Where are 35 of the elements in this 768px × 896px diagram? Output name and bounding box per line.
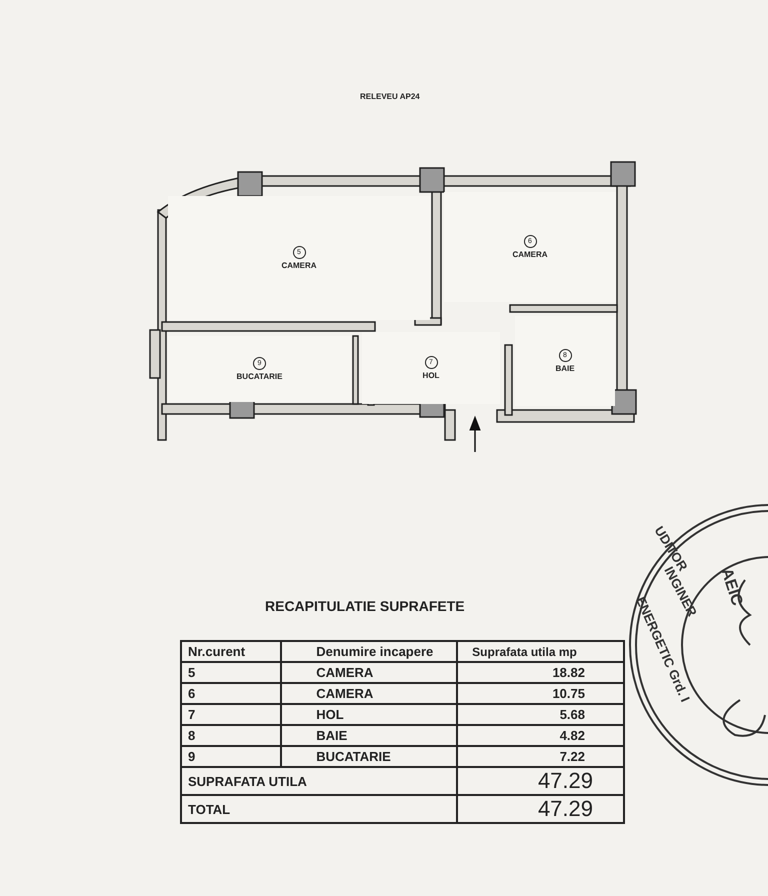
table-cell: 18.82: [457, 662, 624, 683]
room-name: BAIE: [555, 364, 575, 373]
table-cell: Suprafata utila mp: [457, 641, 624, 662]
room-name: CAMERA: [281, 261, 317, 270]
room-floor: [168, 336, 351, 402]
stamp-text: AEIC: [716, 566, 746, 608]
table-cell: 9: [181, 746, 282, 767]
table-cell: HOL: [281, 704, 457, 725]
table-cell: TOTAL: [181, 795, 457, 823]
table-cell: 5: [181, 662, 282, 683]
table-cell: 4.82: [457, 725, 624, 746]
table-cell: 8: [181, 725, 282, 746]
table-cell: 7.22: [457, 746, 624, 767]
table-cell: 5.68: [457, 704, 624, 725]
room-name: HOL: [422, 371, 440, 380]
table-cell: Nr.curent: [181, 641, 282, 662]
table-cell: BUCATARIE: [281, 746, 457, 767]
table-cell: CAMERA: [281, 662, 457, 683]
table-cell: 47.29: [457, 767, 624, 795]
room-floor: [515, 316, 615, 406]
room-floor: [168, 196, 430, 320]
plan-title: RELEVEU AP24: [360, 92, 420, 101]
table-cell: 7: [181, 704, 282, 725]
room-floor: [362, 332, 500, 404]
room-name: BUCATARIE: [236, 372, 282, 381]
table-cell: BAIE: [281, 725, 457, 746]
room-floor: [444, 192, 616, 302]
room-name: CAMERA: [512, 250, 548, 259]
table-cell: 47.29: [457, 795, 624, 823]
table-cell: SUPRAFATA UTILA: [181, 767, 457, 795]
table-title: RECAPITULATIE SUPRAFETE: [265, 598, 465, 614]
table-cell: CAMERA: [281, 683, 457, 704]
table-cell: Denumire incapere: [281, 641, 457, 662]
table-cell: 10.75: [457, 683, 624, 704]
table-cell: 6: [181, 683, 282, 704]
